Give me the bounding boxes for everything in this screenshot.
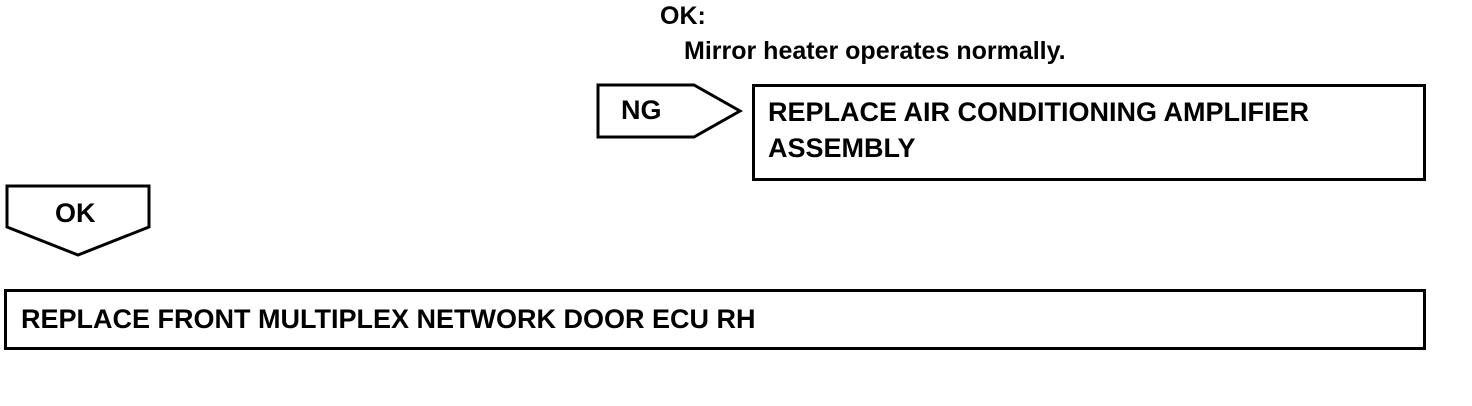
ok-result-box: REPLACE FRONT MULTIPLEX NETWORK DOOR ECU… — [4, 289, 1426, 350]
ng-result-line1: REPLACE AIR CONDITIONING AMPLIFIER — [768, 97, 1310, 127]
ng-result-line2: ASSEMBLY — [768, 133, 916, 163]
ng-arrow-label: NG — [621, 95, 662, 125]
ok-result-text: REPLACE FRONT MULTIPLEX NETWORK DOOR ECU… — [21, 304, 756, 334]
ok-arrow-shape — [5, 184, 151, 257]
criteria-title: OK: — [660, 2, 706, 30]
ng-arrow-shape — [596, 83, 744, 139]
ng-result-box: REPLACE AIR CONDITIONING AMPLIFIER ASSEM… — [752, 84, 1426, 181]
ok-arrow-label: OK — [55, 198, 96, 228]
criteria-description: Mirror heater operates normally. — [684, 37, 1066, 65]
